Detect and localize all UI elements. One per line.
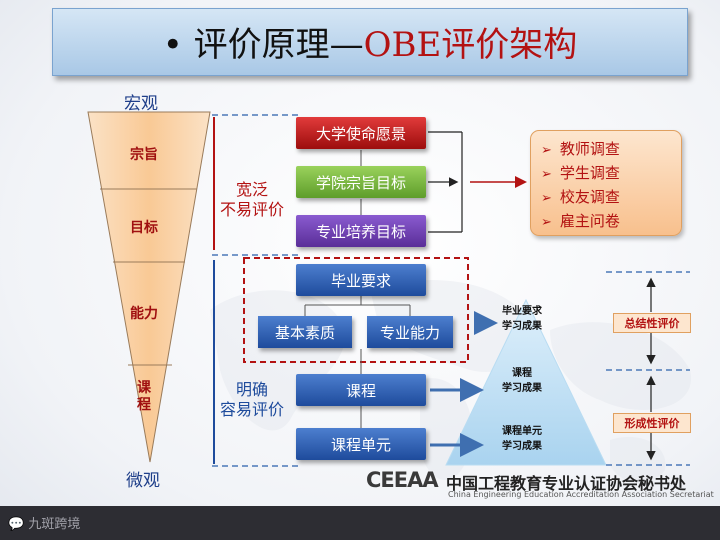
pyramid-label-unit: 课程单元 学习成果 bbox=[502, 426, 542, 452]
pyramid-shape bbox=[445, 298, 607, 466]
box-university-vision: 大学使命愿景 bbox=[296, 117, 426, 149]
chevron-right-icon: ➢ bbox=[541, 143, 552, 158]
chat-bubble-icon: 💬 bbox=[8, 517, 25, 532]
org-name-cn: 中国工程教育专业认证协会秘书处 bbox=[446, 474, 687, 493]
bottom-bar bbox=[0, 506, 720, 540]
grad-req-frame bbox=[243, 257, 469, 363]
micro-label: 微观 bbox=[126, 471, 160, 491]
funnel-shape bbox=[87, 111, 211, 463]
funnel-seg-goal: 目标 bbox=[130, 220, 158, 236]
box-program-goal: 专业培养目标 bbox=[296, 215, 426, 247]
pyramid-label-course: 课程 学习成果 bbox=[502, 368, 542, 394]
org-name-en: China Engineering Education Accreditatio… bbox=[448, 490, 714, 499]
chevron-right-icon: ➢ bbox=[541, 191, 552, 206]
box-professional-ability: 专业能力 bbox=[367, 316, 453, 348]
ceeaa-logo: CEEAA bbox=[366, 468, 439, 492]
box-course: 课程 bbox=[296, 374, 426, 406]
formative-eval-label: 形成性评价 bbox=[613, 413, 691, 433]
survey-box: ➢教师调查 ➢学生调查 ➢校友调查 ➢雇主问卷 bbox=[530, 130, 682, 236]
box-basic-quality: 基本素质 bbox=[258, 316, 352, 348]
funnel-seg-purpose: 宗旨 bbox=[130, 147, 158, 163]
title-prefix: • 评价原理— bbox=[162, 25, 364, 65]
survey-item: ➢校友调查 bbox=[541, 188, 620, 206]
funnel-seg-ability: 能力 bbox=[130, 306, 158, 322]
macro-label: 宏观 bbox=[124, 94, 158, 114]
watermark: 💬 九斑跨境 bbox=[8, 517, 81, 532]
chevron-right-icon: ➢ bbox=[541, 215, 552, 230]
survey-item: ➢教师调查 bbox=[541, 140, 620, 158]
title-banner: • 评价原理—OBE评价架构 bbox=[52, 8, 688, 76]
summative-eval-label: 总结性评价 bbox=[613, 313, 691, 333]
broad-label: 宽泛 不易评价 bbox=[220, 180, 285, 219]
box-course-unit: 课程单元 bbox=[296, 428, 426, 460]
funnel-seg-course: 课程 bbox=[137, 380, 151, 413]
box-college-goal: 学院宗旨目标 bbox=[296, 166, 426, 198]
box-grad-requirements: 毕业要求 bbox=[296, 264, 426, 296]
chevron-right-icon: ➢ bbox=[541, 167, 552, 182]
pyramid-label-grad: 毕业要求 学习成果 bbox=[502, 306, 542, 332]
clear-label: 明确 容易评价 bbox=[220, 380, 285, 419]
survey-item: ➢雇主问卷 bbox=[541, 212, 620, 230]
title-accent: OBE评价架构 bbox=[363, 25, 578, 65]
page-title: • 评价原理—OBE评价架构 bbox=[53, 17, 687, 66]
survey-item: ➢学生调查 bbox=[541, 164, 620, 182]
